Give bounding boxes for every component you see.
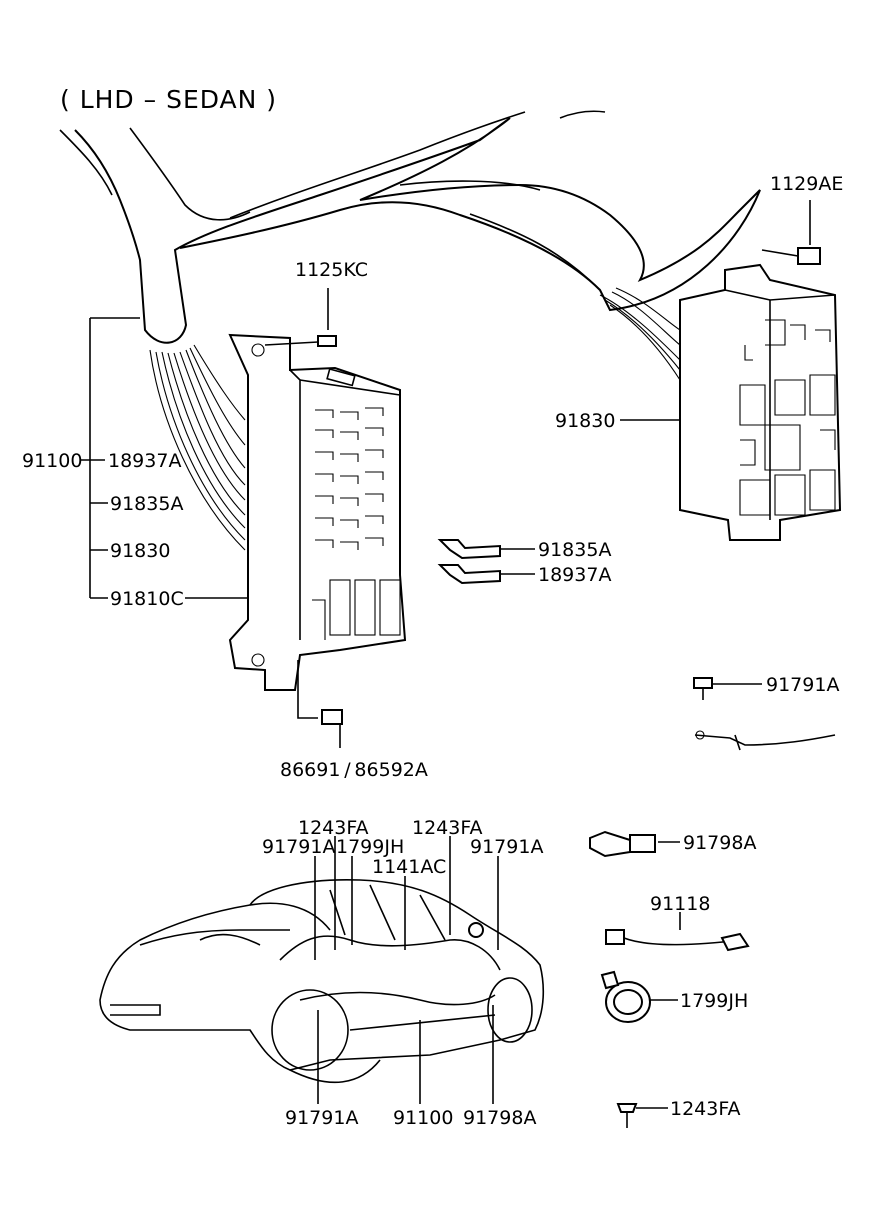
label-91791a-car1: 91791A: [262, 836, 335, 858]
blade-fuse-91835a-icon: [437, 539, 535, 560]
cable-91118-icon: [605, 912, 750, 952]
label-91791a-right: 91791A: [766, 674, 839, 696]
label-1243fa-right: 1243FA: [670, 1098, 741, 1120]
label-91118: 91118: [650, 893, 710, 915]
car-callout-leaders: [314, 836, 499, 1104]
connector-91798a-icon: [589, 830, 680, 858]
part-number-labels: 1129AE 1125KC 91830 91100 18937A 91835A …: [22, 173, 843, 1129]
label-91835a-left: 91835A: [110, 493, 183, 515]
label-1799jh-right: 1799JH: [680, 990, 748, 1012]
label-1129ae: 1129AE: [770, 173, 843, 195]
wire-bundle-right: [599, 287, 681, 381]
label-91830-left: 91830: [110, 540, 170, 562]
label-1243fa-b: 1243FA: [412, 817, 483, 839]
screw-1125kc-icon: [264, 288, 337, 347]
label-91100-bottom: 91100: [393, 1107, 453, 1129]
main-wiring-harness: [59, 110, 761, 344]
label-91100-left: 91100: [22, 450, 82, 472]
wire-bundle-left: [149, 344, 246, 551]
label-18937a-left: 18937A: [108, 450, 181, 472]
label-91798a-right: 91798A: [683, 832, 756, 854]
car-outline: [99, 878, 545, 1084]
diagram-title: ( LHD – SEDAN ): [60, 85, 277, 114]
ground-terminal-icon: [694, 730, 836, 751]
label-1799jh-car: 1799JH: [336, 836, 404, 858]
label-91830-right: 91830: [555, 410, 615, 432]
label-86691-86592a: 86691 / 86592A: [280, 759, 428, 781]
bolt-91791a-icon: [693, 677, 762, 700]
label-1125kc: 1125KC: [295, 259, 368, 281]
blade-fuse-18937a-icon: [437, 564, 535, 585]
label-91791a-bottom: 91791A: [285, 1107, 358, 1129]
label-18937a-fuse: 18937A: [538, 564, 611, 586]
label-91791a-car2: 91791A: [470, 836, 543, 858]
label-91835a-fuse: 91835A: [538, 539, 611, 561]
label-91798a-bottom: 91798A: [463, 1107, 536, 1129]
right-box-connectors: [739, 319, 836, 516]
screw-1129ae-icon: [761, 200, 821, 265]
label-1243fa-a: 1243FA: [298, 817, 369, 839]
left-callout-bracket: [80, 317, 248, 599]
junction-box-left: [228, 333, 407, 691]
label-1141ac: 1141AC: [372, 856, 446, 878]
screw-1243fa-icon: [616, 1103, 668, 1128]
relay-slots: [312, 579, 401, 640]
junction-box-right: [679, 263, 842, 541]
label-91810c: 91810C: [110, 588, 184, 610]
nut-86691-icon: [297, 660, 343, 748]
clip-1799jh-icon: [600, 970, 678, 1023]
fuse-slots: [315, 407, 384, 550]
